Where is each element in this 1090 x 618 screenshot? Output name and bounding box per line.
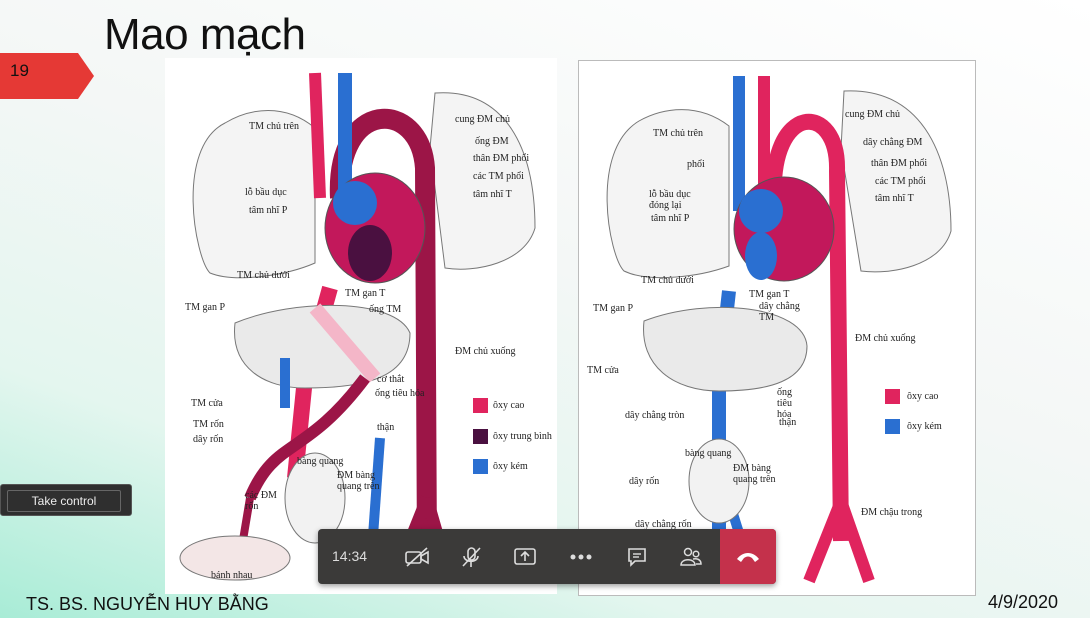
legend-label: ôxy trung bình xyxy=(493,431,552,442)
label: ĐM bàng quang trên xyxy=(337,470,380,492)
label: bàng quang xyxy=(685,448,732,459)
label: dây chằng ĐM xyxy=(863,137,923,148)
hang-up-icon xyxy=(737,552,759,562)
label: ĐM chậu trong xyxy=(861,507,923,518)
label: lỗ bầu dục xyxy=(245,187,287,198)
label: tâm nhĩ T xyxy=(473,189,512,200)
legend-swatch-low-oxygen xyxy=(885,419,900,434)
label: phổi xyxy=(687,159,705,170)
share-screen-button[interactable] xyxy=(498,529,552,584)
more-icon xyxy=(570,554,592,559)
label: TM gan T xyxy=(345,288,386,299)
share-screen-icon xyxy=(514,547,536,565)
label: dây rốn xyxy=(193,434,224,445)
label: TM chủ trên xyxy=(653,128,703,139)
camera-toggle-button[interactable] xyxy=(390,529,444,584)
label: thân ĐM phổi xyxy=(871,158,928,169)
label: thận xyxy=(779,417,797,428)
camera-off-icon xyxy=(405,546,429,567)
label: TM gan P xyxy=(593,303,633,314)
mic-off-icon xyxy=(462,546,481,567)
label: các TM phổi xyxy=(473,171,524,182)
label: các TM phổi xyxy=(875,176,926,187)
label: ống tiêu hóa xyxy=(375,388,425,399)
legend-label: ôxy kém xyxy=(907,421,942,432)
label: TM cửa xyxy=(587,365,619,376)
fetal-circulation-figure: TM chủ trên cung ĐM chủ ống ĐM thân ĐM p… xyxy=(165,58,557,594)
meeting-timer: 14:34 xyxy=(332,548,368,564)
label: ĐM bàng quang trên xyxy=(733,463,776,485)
author-name: TS. BS. NGUYỄN HUY BẰNG xyxy=(26,594,269,614)
label: dây chằng TM xyxy=(759,301,800,323)
label: TM rốn xyxy=(193,419,224,430)
legend-label: ôxy cao xyxy=(493,400,525,411)
legend-swatch-high-oxygen xyxy=(473,398,488,413)
take-control-panel: Take control xyxy=(0,484,132,516)
label: ĐM chủ xuống xyxy=(855,333,916,344)
legend-label: ôxy cao xyxy=(907,391,939,402)
chat-icon xyxy=(628,547,646,567)
label: cung ĐM chủ xyxy=(455,114,510,125)
slide-title: Mao mạch xyxy=(104,10,306,59)
label: cung ĐM chủ xyxy=(845,109,900,120)
label: ống tiêu hóa xyxy=(777,387,792,420)
label: ĐM chủ xuống xyxy=(455,346,516,357)
participants-button[interactable] xyxy=(664,529,718,584)
label: tâm nhĩ P xyxy=(651,213,690,224)
hang-up-button[interactable] xyxy=(720,529,776,584)
legend-swatch-high-oxygen xyxy=(885,389,900,404)
legend-label: ôxy kém xyxy=(493,461,528,472)
label: thân ĐM phổi xyxy=(473,153,530,164)
label: TM cửa xyxy=(191,398,223,409)
mic-toggle-button[interactable] xyxy=(444,529,498,584)
more-options-button[interactable] xyxy=(554,529,608,584)
slide-date: 4/9/2020 xyxy=(988,592,1059,612)
meeting-control-bar: 14:34 xyxy=(318,529,776,584)
label: tâm nhĩ T xyxy=(875,193,914,204)
postnatal-circulation-figure: TM chủ trên cung ĐM chủ dây chằng ĐM phổ… xyxy=(578,60,976,596)
chat-button[interactable] xyxy=(610,529,664,584)
label: ống ĐM xyxy=(475,136,509,147)
label: TM gan T xyxy=(749,289,790,300)
label: TM chủ dưới xyxy=(237,270,290,281)
label: cơ thắt xyxy=(377,374,405,385)
label: TM chủ trên xyxy=(249,121,299,132)
postnatal-circulation-diagram xyxy=(606,76,952,584)
label: bàng quang xyxy=(297,456,344,467)
label: bánh nhau xyxy=(211,570,253,581)
take-control-button[interactable]: Take control xyxy=(7,490,121,512)
label: TM chủ dưới xyxy=(641,275,694,286)
fetal-circulation-diagram xyxy=(179,72,536,581)
page-number: 19 xyxy=(10,61,29,80)
label: TM gan P xyxy=(185,302,225,313)
label: ống TM xyxy=(369,304,402,315)
label: tâm nhĩ P xyxy=(249,205,288,216)
label: lỗ bầu dục đóng lại xyxy=(649,189,691,211)
page-number-tab: 19 xyxy=(0,53,94,99)
participants-icon xyxy=(680,547,702,566)
label: dây chằng tròn xyxy=(625,410,685,421)
legend-swatch-medium-oxygen xyxy=(473,429,488,444)
label: thận xyxy=(377,422,395,433)
label: dây rốn xyxy=(629,476,660,487)
label: các ĐM rốn xyxy=(245,490,277,512)
legend-swatch-low-oxygen xyxy=(473,459,488,474)
